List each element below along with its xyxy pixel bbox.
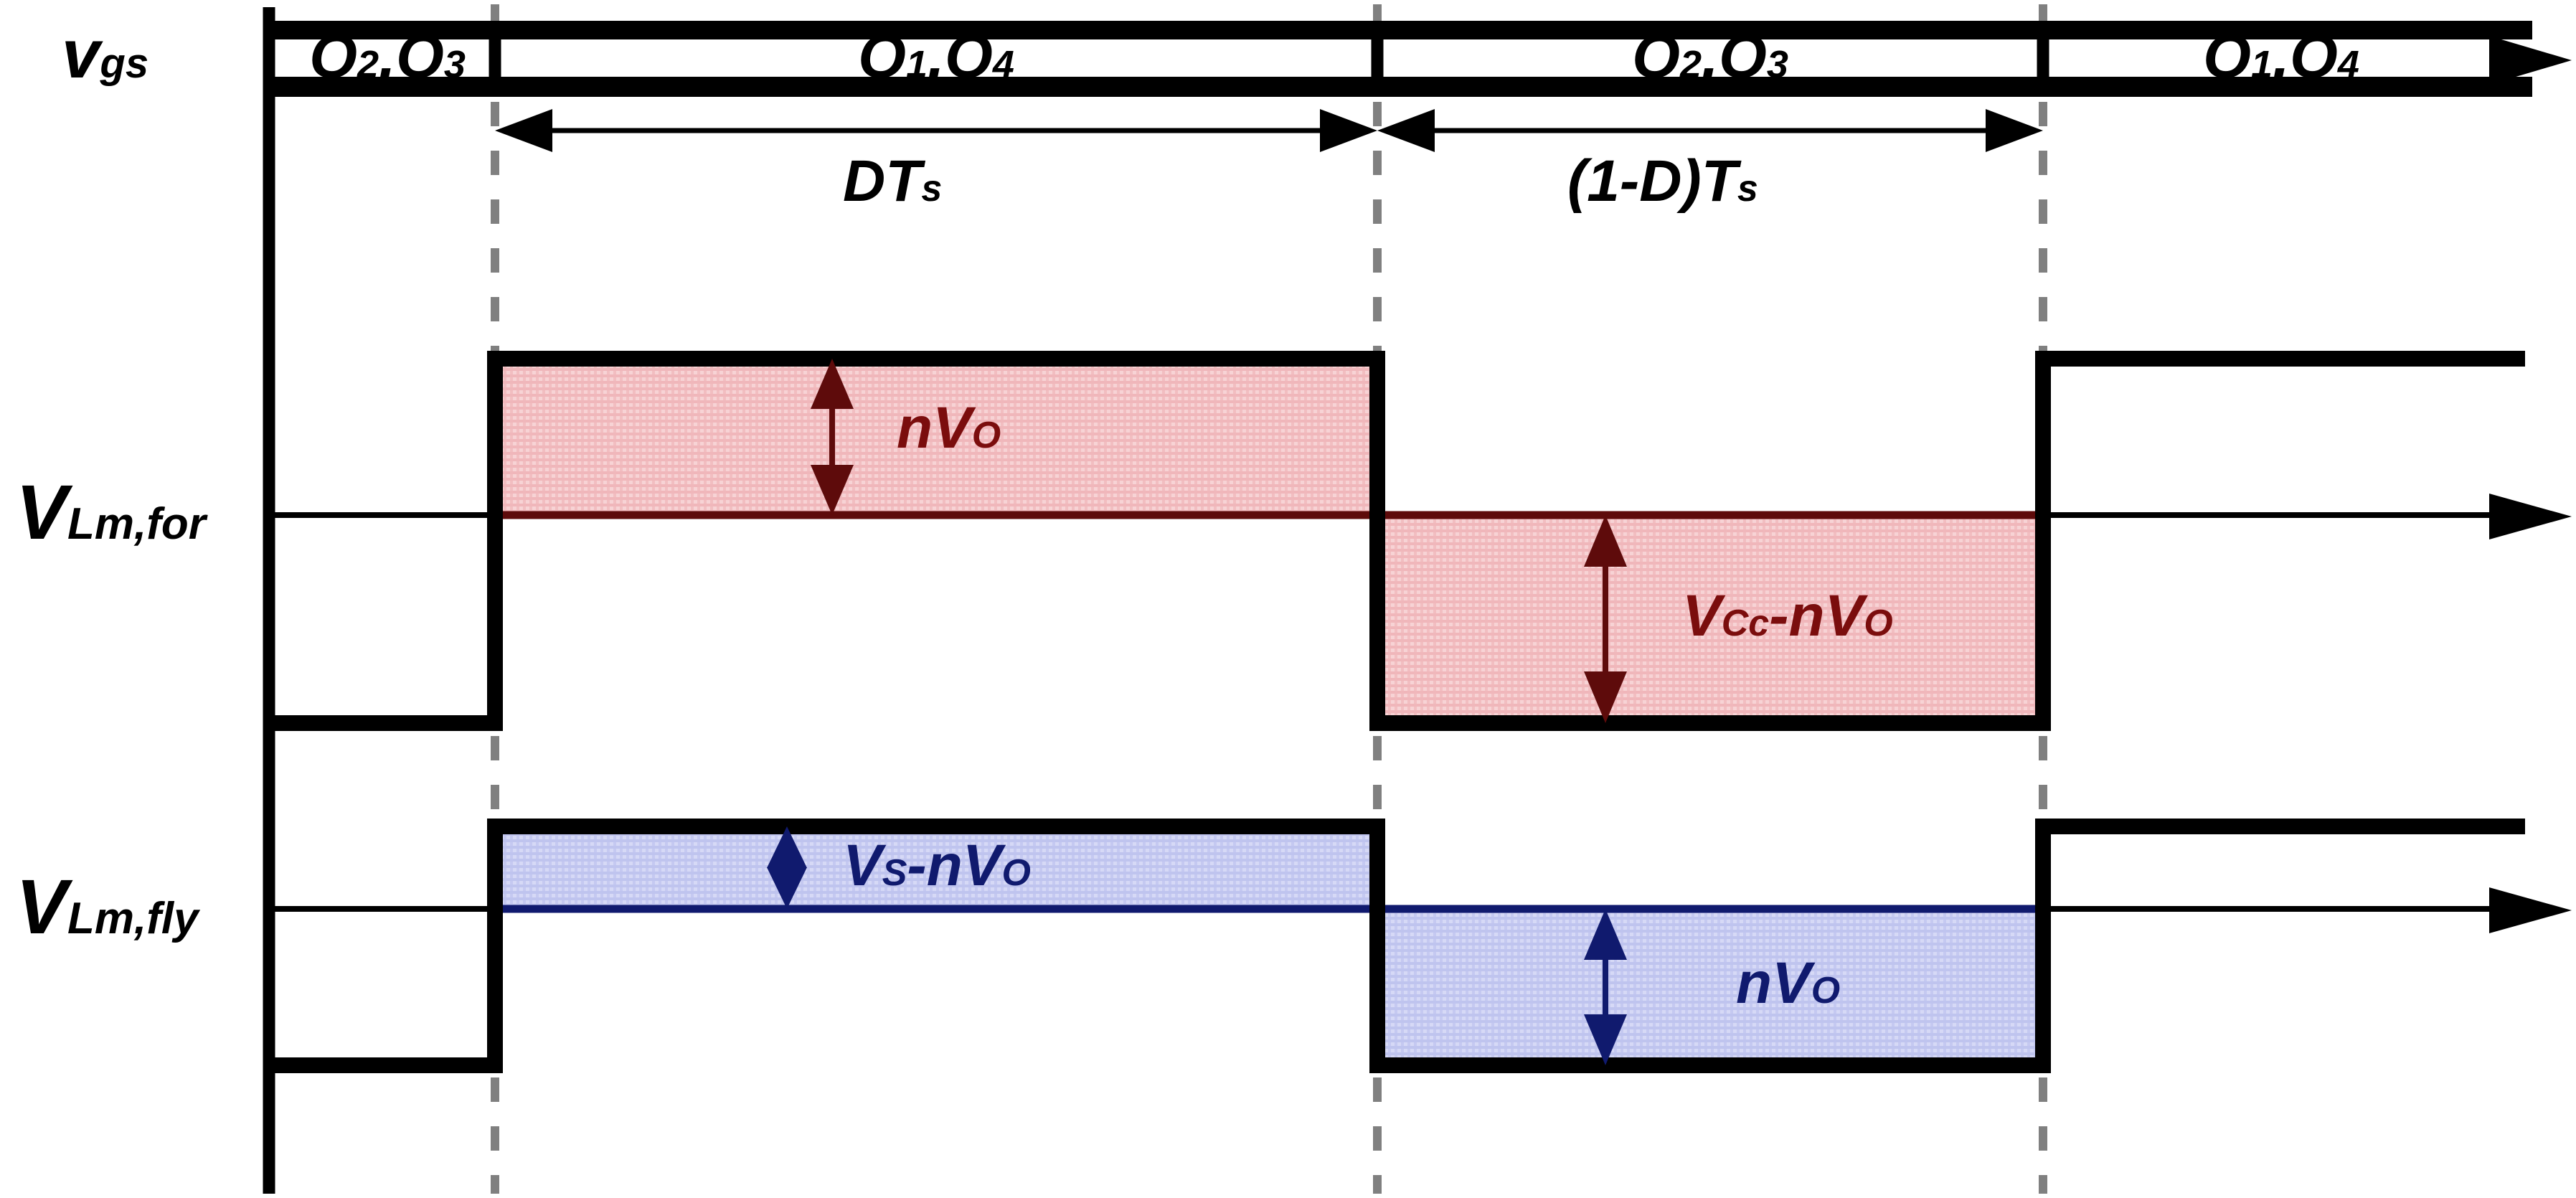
q-base-1: Q bbox=[309, 22, 357, 91]
nvo-n: n bbox=[897, 395, 933, 461]
amplitude-label-nvo-fly: nVO bbox=[1736, 954, 1840, 1013]
vs-op: - bbox=[907, 833, 927, 898]
axis-label-vlm-fly-sub: Lm,fly bbox=[67, 894, 199, 943]
axis-label-vlm-fly: VLm,fly bbox=[16, 868, 199, 945]
vcc-nvo-dimension-arrow bbox=[1584, 515, 1627, 723]
timing-arrow-d1ts bbox=[1377, 109, 2043, 152]
vgs-segment-label-2: Q1,Q4 bbox=[858, 22, 1014, 91]
vs-v2: V bbox=[962, 833, 1002, 898]
amplitude-label-vcc-nvo: VCc-nVO bbox=[1682, 587, 1893, 646]
vgs-segment-label-1: Q2,Q3 bbox=[309, 22, 466, 91]
d1ts-base: (1-D)T bbox=[1567, 148, 1737, 214]
vgs-separators bbox=[489, 30, 2049, 88]
timing-label-dts: DTs bbox=[843, 152, 942, 211]
nvo2-o: O bbox=[1811, 970, 1841, 1011]
nvo-o: O bbox=[971, 415, 1001, 456]
timing-label-d1ts: (1-D)Ts bbox=[1567, 152, 1758, 211]
q-sub-1: 1 bbox=[906, 43, 928, 86]
vs-o: O bbox=[1001, 852, 1031, 894]
q-sub-2: 3 bbox=[443, 43, 466, 86]
axis-label-vgs-base: v bbox=[62, 16, 100, 93]
dts-sub: s bbox=[921, 168, 943, 209]
d1ts-sub: s bbox=[1737, 168, 1758, 209]
q-sub-2: 4 bbox=[992, 43, 1014, 86]
vlm-fly-trace bbox=[269, 819, 2525, 1073]
q-sub-2: 4 bbox=[2337, 43, 2359, 86]
vgs-segment-label-4: Q1,Q4 bbox=[2203, 22, 2359, 91]
nvo-dimension-arrow-fly bbox=[1584, 909, 1627, 1065]
vgs-band bbox=[269, 21, 2532, 97]
vlm-for-arrowhead bbox=[2489, 494, 2572, 539]
vlm-fly-arrowhead bbox=[2489, 887, 2572, 933]
axis-label-vlm-for-base: V bbox=[16, 468, 68, 555]
dts-base: DT bbox=[843, 148, 922, 214]
nvo2-n: n bbox=[1736, 951, 1773, 1016]
q-base-1: Q bbox=[858, 22, 906, 91]
vcc-n: n bbox=[1788, 583, 1825, 648]
timing-arrow-dts bbox=[495, 109, 1377, 152]
amplitude-label-vs-nvo: VS-nVO bbox=[843, 836, 1031, 895]
vs-nvo-dimension-arrow bbox=[767, 826, 807, 909]
vlm-for-trace bbox=[269, 351, 2525, 731]
vcc-v: V bbox=[1682, 583, 1722, 648]
vs-n: n bbox=[926, 833, 963, 898]
vcc-op: - bbox=[1769, 583, 1789, 648]
q-base-2: Q bbox=[1718, 22, 1767, 91]
vs-sub: S bbox=[882, 852, 907, 894]
vs-v: V bbox=[843, 833, 882, 898]
vcc-o: O bbox=[1864, 603, 1893, 644]
vcc-sub: Cc bbox=[1721, 603, 1770, 644]
vgs-arrowhead bbox=[2489, 36, 2572, 85]
q-base-2: Q bbox=[395, 22, 444, 91]
vgs-segment-label-3: Q2,Q3 bbox=[1632, 22, 1788, 91]
q-sub-1: 1 bbox=[2251, 43, 2273, 86]
axis-label-vgs-sub: gs bbox=[100, 40, 149, 87]
q-sub-2: 3 bbox=[1766, 43, 1788, 86]
q-base-2: Q bbox=[2289, 22, 2338, 91]
vcc-v2: V bbox=[1824, 583, 1864, 648]
axis-label-vgs: vgs bbox=[62, 20, 148, 89]
q-base-1: Q bbox=[2203, 22, 2251, 91]
nvo-v: V bbox=[933, 395, 972, 461]
amplitude-label-nvo-for: nVO bbox=[897, 399, 1001, 458]
q-base-2: Q bbox=[944, 22, 993, 91]
axis-label-vlm-for-sub: Lm,for bbox=[67, 499, 206, 549]
q-sub-1: 2 bbox=[357, 43, 379, 86]
nvo2-v: V bbox=[1772, 951, 1811, 1016]
q-sub-1: 2 bbox=[1680, 43, 1702, 86]
axis-label-vlm-fly-base: V bbox=[16, 863, 68, 950]
vlm-fly-negative-pulse bbox=[1373, 905, 2047, 1070]
axis-label-vlm-for: VLm,for bbox=[16, 473, 206, 551]
nvo-dimension-arrow-for bbox=[811, 359, 854, 515]
q-base-1: Q bbox=[1632, 22, 1680, 91]
